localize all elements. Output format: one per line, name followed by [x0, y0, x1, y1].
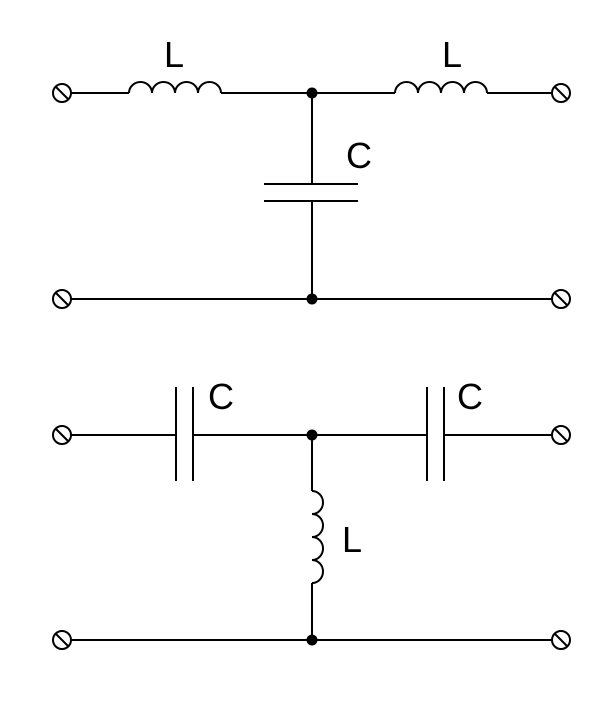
pi-label-capacitor-left: C: [208, 376, 234, 417]
t-terminal-top-right: [551, 83, 571, 103]
t-junction-bottom: [306, 293, 318, 305]
pi-label-capacitor-right: C: [457, 376, 483, 417]
t-inductor-left: [128, 81, 222, 94]
t-label-inductor-left: L: [164, 34, 184, 75]
pi-terminal-top-left: [52, 425, 72, 445]
pi-terminal-bottom-left: [52, 630, 72, 650]
pi-label-inductor: L: [342, 519, 362, 560]
t-junction-top: [306, 87, 318, 99]
t-label-capacitor: C: [346, 135, 372, 176]
t-network: L L C: [52, 34, 571, 309]
pi-junction-top: [306, 429, 318, 441]
pi-terminal-bottom-right: [551, 630, 571, 650]
t-label-inductor-right: L: [442, 34, 462, 75]
pi-junction-bottom: [306, 634, 318, 646]
pi-inductor-shunt: [311, 490, 324, 584]
pi-network: C C L: [52, 376, 571, 650]
t-terminal-bottom-right: [551, 289, 571, 309]
t-terminal-bottom-left: [52, 289, 72, 309]
t-terminal-top-left: [52, 83, 72, 103]
pi-terminal-top-right: [551, 425, 571, 445]
t-inductor-right: [394, 81, 488, 94]
